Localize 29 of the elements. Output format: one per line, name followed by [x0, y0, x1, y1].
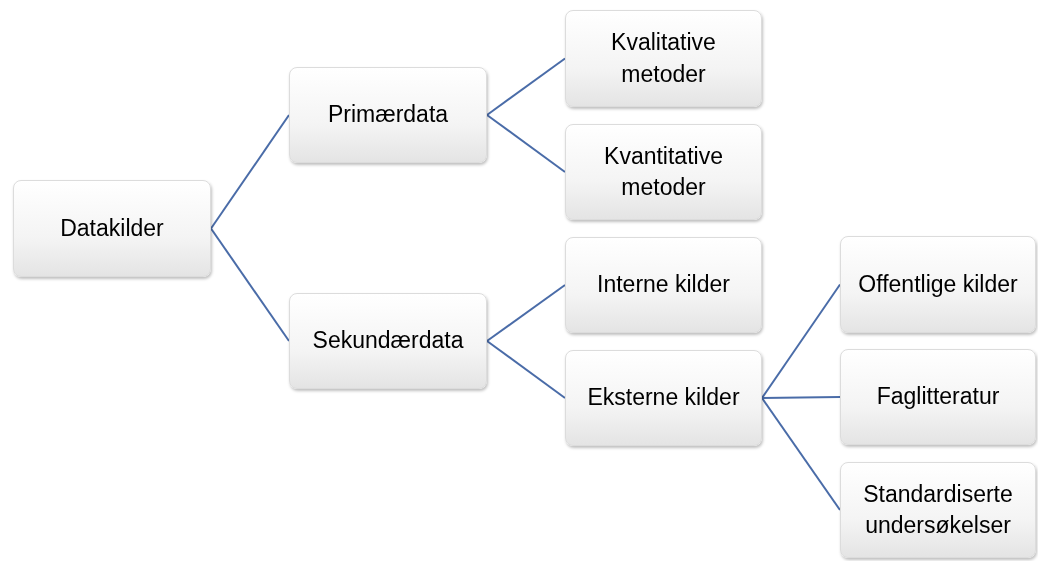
box-label: Faglitteratur — [876, 382, 1000, 412]
category-box — [565, 124, 762, 220]
category-box — [565, 10, 762, 107]
box-label: Interne kilder — [597, 270, 730, 300]
box-label: Kvantitative metoder — [603, 141, 724, 202]
connector-line — [761, 283, 841, 399]
connector-line — [486, 340, 566, 399]
category-box — [840, 236, 1036, 333]
connector-line — [486, 114, 566, 173]
box-label: Datakilder — [60, 213, 164, 243]
box-label: Primærdata — [327, 100, 449, 130]
box-label: Sekundærdata — [312, 326, 464, 356]
category-box — [840, 349, 1036, 445]
category-box — [840, 462, 1036, 558]
connector-line — [486, 284, 566, 342]
category-box — [13, 180, 211, 277]
connector-line — [486, 57, 566, 116]
category-box — [289, 67, 487, 163]
connector-line — [761, 397, 841, 511]
box-label: Standardiserte undersøkelser — [862, 479, 1014, 540]
connector-line — [210, 114, 290, 230]
connector-line — [761, 396, 841, 399]
category-box — [289, 293, 487, 389]
connector-line — [210, 227, 290, 342]
category-box — [565, 350, 762, 446]
category-box — [565, 237, 762, 333]
box-label: Kvalitative metoder — [610, 28, 717, 89]
box-label: Offentlige kilder — [858, 269, 1018, 299]
box-label: Eksterne kilder — [587, 383, 740, 413]
